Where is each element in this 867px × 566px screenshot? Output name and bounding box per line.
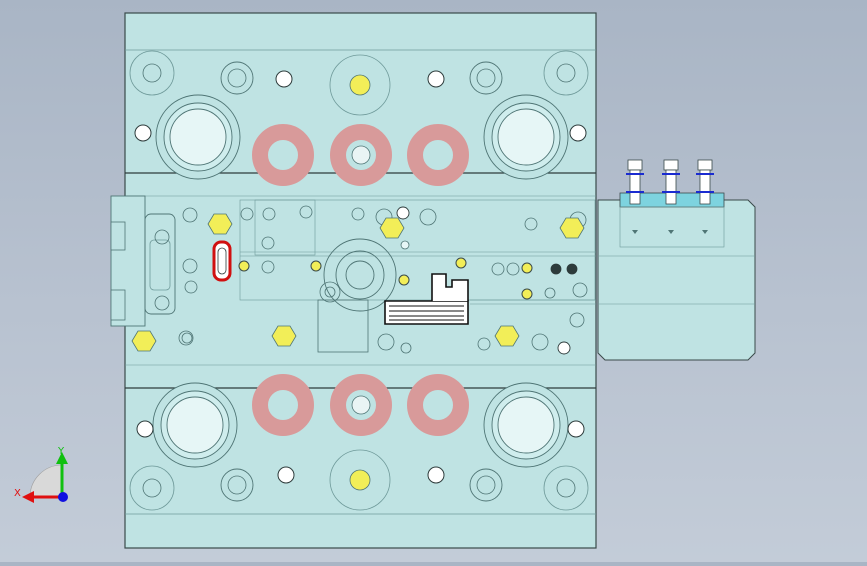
cooling-rings (252, 124, 469, 436)
axis-triad: X Y (14, 446, 68, 503)
selected-slot[interactable] (212, 240, 232, 282)
support-pillars (129, 50, 589, 511)
guide-bushing (483, 382, 569, 468)
x-axis-label: X (14, 488, 21, 499)
cooling-ring (330, 374, 392, 436)
cavity-insert[interactable] (384, 273, 469, 325)
guide-bushing (152, 382, 238, 468)
y-axis-label: Y (57, 446, 65, 457)
cooling-ring (407, 374, 469, 436)
screw-holes (134, 70, 587, 484)
sprue-boss (323, 238, 397, 312)
mold-base-assembly[interactable] (110, 12, 597, 549)
guide-bushing (155, 94, 241, 180)
cooling-ring (407, 124, 469, 186)
z-axis-origin (58, 492, 68, 502)
cooling-ring (252, 124, 314, 186)
guide-bushing (483, 94, 569, 180)
cooling-ring (252, 374, 314, 436)
hex-bolts (131, 213, 585, 352)
triad-origin-quadrant (29, 464, 63, 498)
water-fitting[interactable] (696, 159, 714, 205)
water-manifold[interactable] (597, 159, 756, 361)
guide-bushings (152, 94, 569, 468)
cooling-ring (330, 124, 392, 186)
water-fitting[interactable] (662, 159, 680, 205)
water-fitting[interactable] (626, 159, 644, 205)
